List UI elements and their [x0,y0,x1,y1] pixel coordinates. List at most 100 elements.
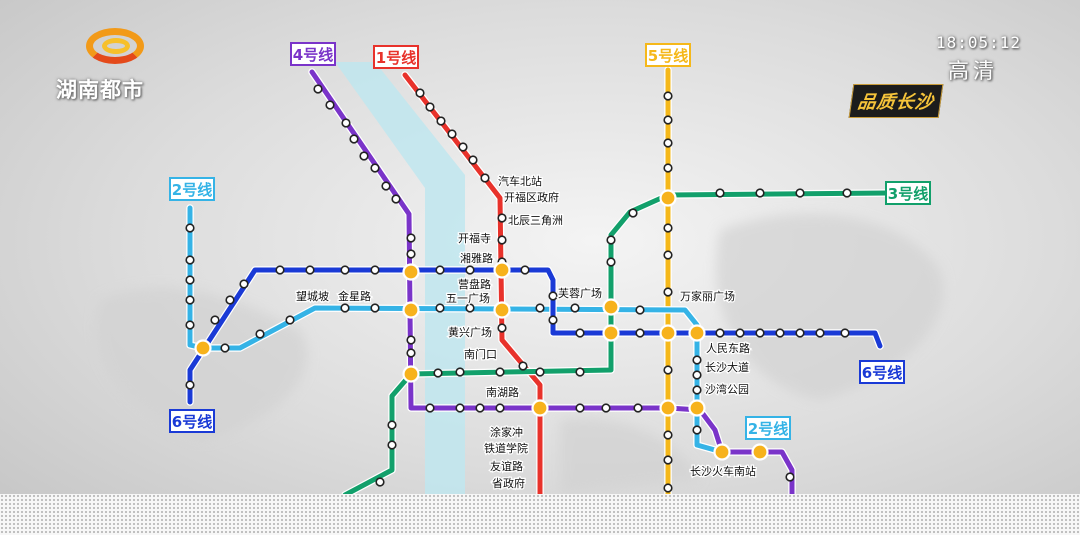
station-dot[interactable] [692,355,702,365]
station-dot[interactable] [575,403,585,413]
transfer-station[interactable] [659,189,677,207]
transfer-station[interactable] [402,365,420,383]
station-dot[interactable] [285,315,295,325]
station-dot[interactable] [795,328,805,338]
transfer-station[interactable] [659,399,677,417]
station-dot[interactable] [715,188,725,198]
station-dot[interactable] [447,129,457,139]
line1-badge[interactable]: 1号线 [373,45,419,69]
transfer-station[interactable] [493,301,511,319]
station-dot[interactable] [628,208,638,218]
station-dot[interactable] [497,323,507,333]
station-dot[interactable] [570,303,580,313]
station-dot[interactable] [425,403,435,413]
station-dot[interactable] [535,367,545,377]
station-dot[interactable] [425,102,435,112]
station-dot[interactable] [433,368,443,378]
line2-badge[interactable]: 2号线 [745,416,791,440]
station-dot[interactable] [275,265,285,275]
station-dot[interactable] [340,265,350,275]
station-dot[interactable] [465,303,475,313]
station-dot[interactable] [633,403,643,413]
station-dot[interactable] [735,328,745,338]
station-dot[interactable] [495,367,505,377]
station-dot[interactable] [663,365,673,375]
station-dot[interactable] [255,329,265,339]
transfer-station[interactable] [688,324,706,342]
station-dot[interactable] [185,223,195,233]
station-dot[interactable] [239,279,249,289]
station-dot[interactable] [518,361,528,371]
station-dot[interactable] [840,328,850,338]
station-dot[interactable] [475,403,485,413]
station-dot[interactable] [480,173,490,183]
line6-badge[interactable]: 6号线 [169,409,215,433]
transfer-station[interactable] [493,261,511,279]
station-dot[interactable] [185,275,195,285]
station-dot[interactable] [375,477,385,487]
station-dot[interactable] [663,483,673,493]
station-dot[interactable] [575,328,585,338]
station-dot[interactable] [465,265,475,275]
station-dot[interactable] [185,295,195,305]
transfer-station[interactable] [713,443,731,461]
station-dot[interactable] [305,265,315,275]
station-dot[interactable] [341,118,351,128]
station-dot[interactable] [455,367,465,377]
station-dot[interactable] [185,380,195,390]
station-dot[interactable] [601,403,611,413]
station-dot[interactable] [313,84,323,94]
station-dot[interactable] [210,315,220,325]
station-dot[interactable] [468,155,478,165]
station-dot[interactable] [435,265,445,275]
transfer-station[interactable] [602,324,620,342]
station-dot[interactable] [785,472,795,482]
station-dot[interactable] [663,287,673,297]
station-dot[interactable] [497,235,507,245]
station-dot[interactable] [415,88,425,98]
station-dot[interactable] [349,134,359,144]
station-dot[interactable] [663,430,673,440]
station-dot[interactable] [635,305,645,315]
station-dot[interactable] [406,348,416,358]
station-dot[interactable] [535,303,545,313]
line4-badge[interactable]: 4号线 [290,42,336,66]
station-dot[interactable] [370,163,380,173]
station-dot[interactable] [391,194,401,204]
line5-badge[interactable]: 5号线 [645,43,691,67]
station-dot[interactable] [755,328,765,338]
station-dot[interactable] [663,455,673,465]
station-dot[interactable] [548,315,558,325]
station-dot[interactable] [458,142,468,152]
station-dot[interactable] [795,188,805,198]
station-dot[interactable] [842,188,852,198]
station-dot[interactable] [575,367,585,377]
line3-badge[interactable]: 3号线 [885,181,931,205]
station-dot[interactable] [435,303,445,313]
station-dot[interactable] [436,116,446,126]
station-dot[interactable] [663,250,673,260]
station-dot[interactable] [406,233,416,243]
station-dot[interactable] [359,151,369,161]
station-dot[interactable] [755,188,765,198]
station-dot[interactable] [663,115,673,125]
station-dot[interactable] [663,223,673,233]
station-dot[interactable] [663,138,673,148]
station-dot[interactable] [520,265,530,275]
station-dot[interactable] [370,265,380,275]
transfer-station[interactable] [402,301,420,319]
station-dot[interactable] [370,303,380,313]
line6-badge[interactable]: 6号线 [859,360,905,384]
station-dot[interactable] [406,335,416,345]
station-dot[interactable] [387,420,397,430]
transfer-station[interactable] [402,263,420,281]
transfer-station[interactable] [688,399,706,417]
station-dot[interactable] [663,91,673,101]
station-dot[interactable] [497,213,507,223]
station-dot[interactable] [220,343,230,353]
station-dot[interactable] [815,328,825,338]
station-dot[interactable] [775,328,785,338]
station-dot[interactable] [692,385,702,395]
station-dot[interactable] [635,328,645,338]
station-dot[interactable] [663,163,673,173]
